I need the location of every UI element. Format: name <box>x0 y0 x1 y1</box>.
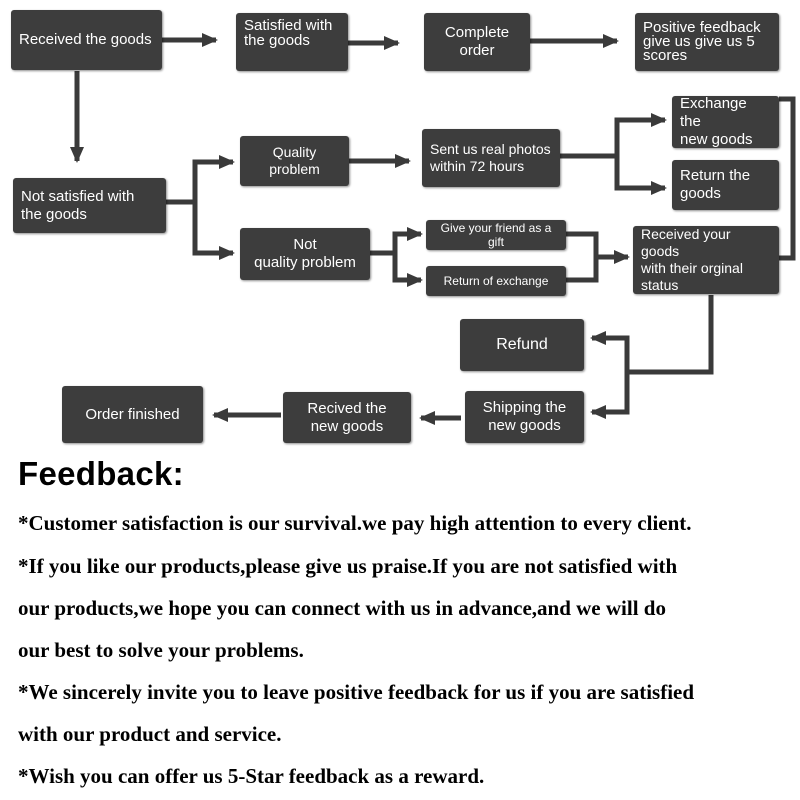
node-received-goods: Received the goods <box>11 10 162 70</box>
node-exchange-new: Exchange the new goods <box>672 95 779 148</box>
feedback-line-1: *Customer satisfaction is our survival.w… <box>18 511 692 535</box>
connector-right-bracket <box>779 96 796 261</box>
node-order-finished: Order finished <box>62 386 203 443</box>
feedback-line-4: our best to solve your problems. <box>18 638 304 662</box>
node-satisfied: Satisfied with the goods <box>236 13 348 71</box>
node-positive-feedback: Positive feedback give us give us 5 scor… <box>635 13 779 71</box>
node-sent-photos: Sent us real photos within 72 hours <box>422 129 560 187</box>
node-shipping-new: Shipping the new goods <box>465 391 584 443</box>
node-return-goods: Return the goods <box>672 160 779 210</box>
feedback-line-3: our products,we hope you can connect wit… <box>18 596 666 620</box>
arrow-to-return-exchange <box>392 253 423 287</box>
arrow-to-shipping <box>590 372 630 419</box>
node-not-satisfied: Not satisfied with the goods <box>13 178 166 233</box>
arrow-to-not-quality-problem <box>192 202 235 260</box>
arrow-to-exchange <box>614 113 667 156</box>
feedback-line-7: *Wish you can offer us 5-Star feedback a… <box>18 764 485 788</box>
node-give-friend-gift: Give your friend as a gift <box>426 220 566 250</box>
node-recived-new: Recived the new goods <box>283 392 411 443</box>
node-return-of-exchange: Return of exchange <box>426 266 566 296</box>
feedback-line-2: *If you like our products,please give us… <box>18 554 678 578</box>
flow-connectors <box>70 33 796 425</box>
feedback-line-6: with our product and service. <box>18 722 282 746</box>
node-quality-problem: Quality problem <box>240 136 349 186</box>
arrow-to-refund <box>590 331 630 372</box>
arrow-to-gift <box>392 227 423 253</box>
node-not-quality-problem: Not quality problem <box>240 228 370 280</box>
connector-gift-merge <box>566 231 599 283</box>
connector-original-down <box>627 295 714 375</box>
node-refund: Refund <box>460 319 584 371</box>
feedback-line-5: *We sincerely invite you to leave positi… <box>18 680 695 704</box>
arrow-to-quality-problem <box>192 155 235 202</box>
arrow-to-return <box>614 156 667 195</box>
feedback-title: Feedback: <box>18 455 184 492</box>
node-complete-order: Complete order <box>424 13 530 71</box>
node-received-original: Received your goods with their orginal s… <box>633 226 779 294</box>
